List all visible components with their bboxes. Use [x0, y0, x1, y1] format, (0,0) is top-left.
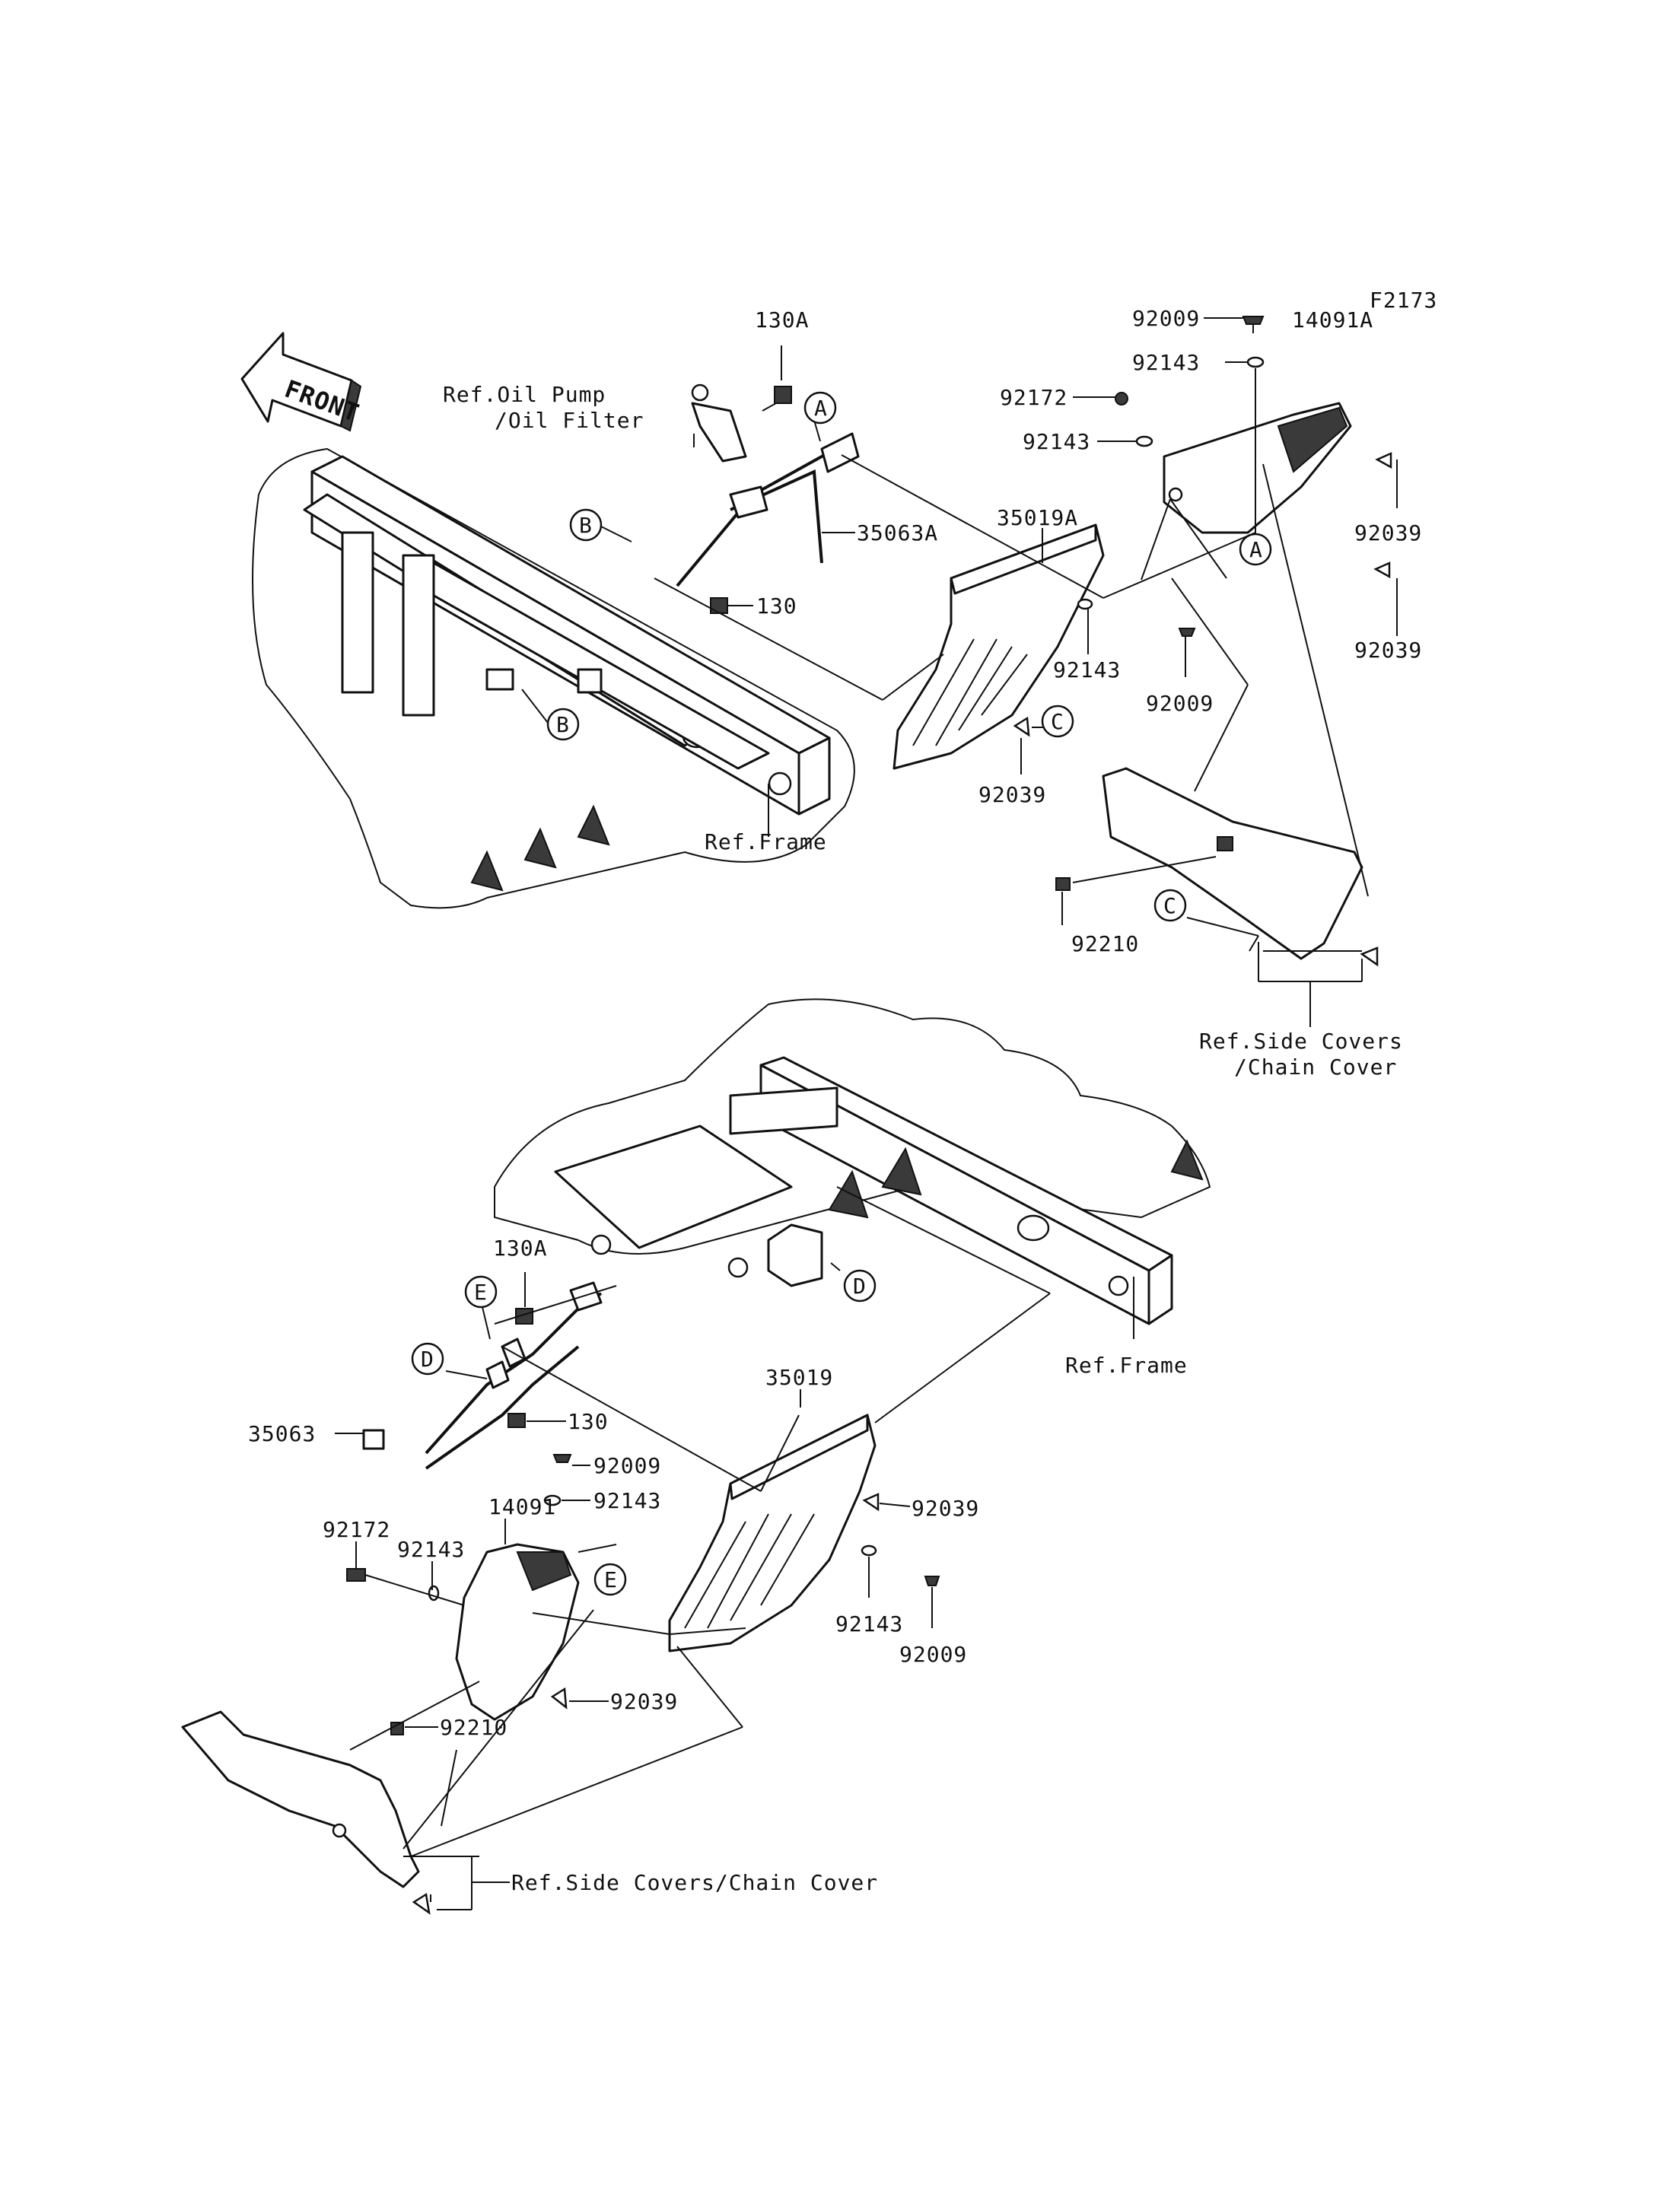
fastener-92009-a — [1242, 316, 1265, 333]
ref-oil-pump-line2: /Oil Filter — [495, 408, 644, 433]
label-35019a: 35019A — [997, 505, 1078, 530]
label-35063a: 35063A — [857, 520, 938, 546]
label-92009-top-a: 92009 — [1132, 306, 1200, 331]
label-92039-top-a: 92039 — [1354, 520, 1422, 546]
callout-c-top-2: C — [1153, 889, 1187, 922]
svg-text:C: C — [1163, 893, 1177, 918]
label-92143-top-b: 92143 — [1023, 429, 1090, 454]
side-cover-bottom — [181, 1710, 420, 1888]
label-92039-top-c: 92039 — [978, 782, 1046, 807]
washer-92143-bottom-b — [861, 1544, 877, 1557]
side-cover-top — [1102, 767, 1363, 960]
oil-filter-bracket — [691, 383, 747, 463]
frame-bottom-drawing — [494, 998, 1211, 1325]
label-130a-bottom: 130A — [493, 1236, 547, 1261]
frame-top-drawing — [252, 447, 855, 909]
ref-side-covers-bottom: Ref.Side Covers/Chain Cover — [511, 1870, 878, 1895]
label-92172-bottom: 92172 — [323, 1517, 390, 1542]
fastener-92039-c — [1013, 716, 1030, 737]
fastener-92009-b — [1178, 628, 1196, 637]
label-92039-bottom-b: 92039 — [610, 1689, 678, 1714]
bolt-130a-top — [762, 386, 792, 412]
label-35019: 35019 — [765, 1365, 833, 1390]
fastener-92009-bottom-a — [552, 1454, 572, 1463]
callout-e-bottom-1: E — [464, 1275, 498, 1309]
bracket-35063 — [362, 1281, 603, 1470]
svg-text:D: D — [853, 1274, 867, 1299]
figure-id: F2173 — [1370, 288, 1437, 313]
cover-14091a — [1163, 402, 1352, 534]
fastener-92172 — [1115, 392, 1128, 406]
fastener-92039-b — [1373, 561, 1391, 579]
label-92210-bottom: 92210 — [440, 1715, 508, 1740]
label-130-bottom: 130 — [568, 1409, 609, 1434]
chain-guard-35019a — [892, 523, 1105, 770]
washer-92143-a — [1246, 356, 1265, 368]
svg-text:E: E — [474, 1280, 488, 1305]
label-92143-bottom-c: 92143 — [397, 1537, 465, 1562]
label-92143-bottom-a: 92143 — [593, 1488, 661, 1513]
callout-b-top-1: B — [569, 508, 603, 542]
fastener-side-bottom — [412, 1892, 431, 1915]
label-35063: 35063 — [248, 1421, 316, 1446]
fastener-92039-bottom-b — [550, 1687, 568, 1710]
chain-guard-35019 — [668, 1414, 877, 1652]
callout-a-top-1: A — [803, 391, 837, 425]
label-92039-top-b: 92039 — [1354, 638, 1422, 663]
ref-side-covers-top-line2: /Chain Cover — [1234, 1054, 1397, 1080]
cover-14091 — [455, 1543, 580, 1721]
svg-text:A: A — [1249, 537, 1263, 562]
label-130a-top: 130A — [755, 307, 809, 332]
fastener-92039-a — [1375, 452, 1392, 469]
callout-d-bottom-1: D — [843, 1269, 877, 1303]
svg-text:C: C — [1051, 709, 1064, 734]
label-92039-bottom-a: 92039 — [912, 1496, 979, 1521]
bolt-130a-bottom — [515, 1308, 533, 1325]
front-arrow-icon: FRONT — [240, 332, 363, 432]
clip-92210-top — [1055, 877, 1071, 891]
ref-side-covers-top-line1: Ref.Side Covers — [1199, 1029, 1403, 1054]
label-92172-top: 92172 — [1000, 385, 1068, 410]
label-14091a: 14091A — [1292, 307, 1373, 332]
svg-text:B: B — [556, 712, 570, 737]
label-92143-bottom-b: 92143 — [835, 1611, 903, 1637]
label-92143-top-c: 92143 — [1053, 657, 1121, 682]
fastener-92009-bottom-b — [924, 1576, 940, 1586]
washer-92143-bottom-c — [428, 1585, 440, 1602]
washer-92143-b — [1135, 435, 1153, 447]
bolt-130-top — [710, 597, 728, 614]
ref-frame-bottom: Ref.Frame — [1065, 1353, 1188, 1378]
label-14091: 14091 — [488, 1494, 556, 1519]
leader-lines-top — [521, 317, 1398, 1027]
fastener-92039-bottom-a — [862, 1493, 880, 1512]
callout-b-top-2: B — [546, 708, 580, 741]
label-92009-top-b: 92009 — [1146, 691, 1214, 716]
svg-text:D: D — [421, 1347, 434, 1372]
svg-text:E: E — [604, 1567, 618, 1592]
ref-frame-top: Ref.Frame — [705, 829, 827, 854]
svg-text:B: B — [579, 513, 593, 538]
ref-oil-pump-line1: Ref.Oil Pump — [443, 382, 606, 407]
label-130-top: 130 — [756, 593, 797, 619]
bracket-35063a — [676, 432, 860, 587]
svg-text:A: A — [814, 396, 828, 421]
washer-92143-c — [1077, 598, 1093, 610]
callout-c-top-1: C — [1041, 705, 1074, 738]
callout-e-bottom-2: E — [593, 1563, 627, 1596]
fastener-92172-bottom — [346, 1568, 366, 1582]
leader-lines-bottom — [335, 1186, 1134, 1910]
bolt-130-bottom — [508, 1413, 526, 1428]
fastener-side-top — [1360, 946, 1379, 967]
label-92009-bottom-b: 92009 — [899, 1642, 967, 1667]
label-92210-top: 92210 — [1071, 931, 1139, 956]
callout-d-bottom-2: D — [411, 1342, 444, 1376]
label-92143-top-a: 92143 — [1132, 350, 1200, 375]
label-92009-bottom-a: 92009 — [593, 1453, 661, 1478]
callout-a-top-2: A — [1239, 533, 1272, 566]
washer-92143-bottom-a — [543, 1494, 562, 1506]
